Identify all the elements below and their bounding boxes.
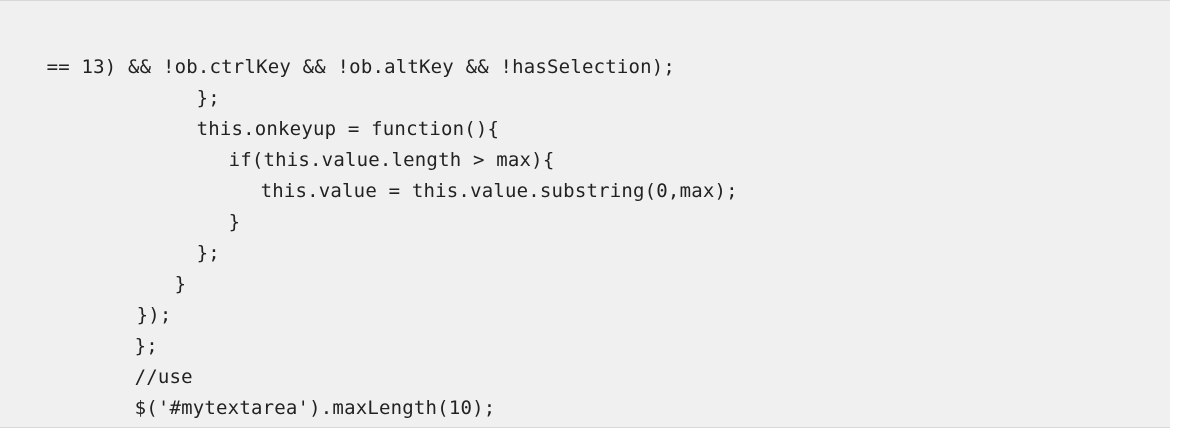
code-line-text: //use [134,366,193,388]
code-line: } [0,238,1170,295]
code-line-text: this.value = this.value.substring(0,max)… [260,180,738,202]
code-line-text: } [228,211,241,233]
code-line-text: $('#mytextarea').maxLength(10); [134,397,496,419]
code-line: }; [0,207,1170,264]
code-line-text: }; [196,87,220,109]
code-line: }; [0,52,1170,109]
code-line-text: if(this.value.length > max){ [228,149,555,171]
code-line-text: == 13) && !ob.ctrlKey && !ob.altKey && !… [46,56,676,78]
code-line: //use [0,331,1170,388]
code-line: == 13) && !ob.ctrlKey && !ob.altKey && !… [0,21,1170,78]
code-line: if(this.value.length > max){ [0,114,1170,171]
code-line: this.onkeyup = function(){ [0,83,1170,140]
code-line-text: this.onkeyup = function(){ [196,118,500,140]
code-line-text: } [174,273,187,295]
code-line: $('#mytextarea').maxLength(10); [0,362,1170,419]
code-line-text: }); [136,304,172,326]
code-line: }; [0,300,1170,357]
code-line: }); [0,269,1170,326]
code-line: } [0,176,1170,233]
code-snippet: == 13) && !ob.ctrlKey && !ob.altKey && !… [0,0,1170,428]
code-line: this.value = this.value.substring(0,max)… [0,145,1170,202]
code-line-text: }; [196,242,220,264]
code-line-text: }; [134,335,158,357]
